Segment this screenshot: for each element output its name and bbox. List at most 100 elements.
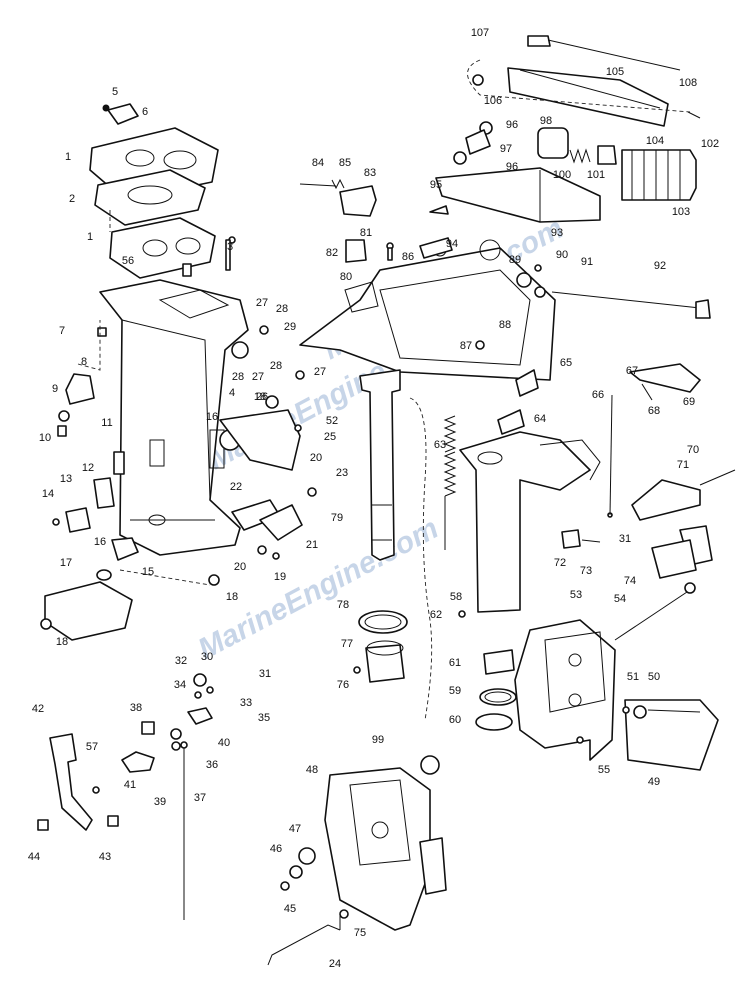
part-callout-1: 1 xyxy=(87,231,93,243)
part-callout-10: 10 xyxy=(39,432,51,444)
part-callout-87: 87 xyxy=(460,340,472,352)
part-callout-73: 73 xyxy=(580,565,592,577)
part-callout-61: 61 xyxy=(449,657,461,669)
part-callout-17: 17 xyxy=(60,557,72,569)
shift-linkage xyxy=(37,673,214,920)
part-callout-33: 33 xyxy=(240,697,252,709)
part-callout-96: 96 xyxy=(506,161,518,173)
part-callout-107: 107 xyxy=(471,27,489,39)
part-callout-80: 80 xyxy=(340,271,352,283)
part-callout-18: 18 xyxy=(254,391,266,403)
tiller-assembly xyxy=(429,35,701,223)
small-parts-left xyxy=(40,236,317,641)
clamp-bracket-left xyxy=(267,755,447,966)
part-callout-32: 32 xyxy=(175,655,187,667)
part-callout-28: 28 xyxy=(232,371,244,383)
part-callout-25: 25 xyxy=(324,431,336,443)
part-callout-31: 31 xyxy=(619,533,631,545)
part-callout-11: 11 xyxy=(101,417,112,429)
part-callout-14: 14 xyxy=(42,488,54,500)
part-callout-44: 44 xyxy=(28,851,40,863)
swivel-bracket xyxy=(299,239,556,381)
part-callout-62: 62 xyxy=(430,609,442,621)
part-callout-21: 21 xyxy=(306,539,318,551)
part-callout-76: 76 xyxy=(337,679,349,691)
part-callout-36: 36 xyxy=(206,759,218,771)
part-callout-31: 31 xyxy=(259,668,271,680)
throttle-parts xyxy=(299,178,711,518)
part-callout-50: 50 xyxy=(648,671,660,683)
part-callout-42: 42 xyxy=(32,703,44,715)
part-callout-27: 27 xyxy=(256,297,268,309)
part-callout-16: 16 xyxy=(94,536,106,548)
part-callout-6: 6 xyxy=(142,106,148,118)
part-callout-35: 35 xyxy=(258,712,270,724)
part-callout-86: 86 xyxy=(402,251,414,263)
part-callout-58: 58 xyxy=(450,591,462,603)
part-callout-40: 40 xyxy=(218,737,230,749)
part-callout-55: 55 xyxy=(598,764,610,776)
part-callout-95: 95 xyxy=(430,179,442,191)
part-callout-18: 18 xyxy=(56,636,68,648)
part-callout-18: 18 xyxy=(226,591,238,603)
part-callout-43: 43 xyxy=(99,851,111,863)
part-callout-47: 47 xyxy=(289,823,301,835)
part-callout-65: 65 xyxy=(560,357,572,369)
part-callout-5: 5 xyxy=(112,86,118,98)
tilt-tube-assembly xyxy=(458,369,601,731)
part-callout-38: 38 xyxy=(130,702,142,714)
part-callout-37: 37 xyxy=(194,792,206,804)
tilt-lever xyxy=(561,363,736,579)
part-callout-106: 106 xyxy=(484,95,502,107)
part-callout-12: 12 xyxy=(82,462,94,474)
part-callout-9: 9 xyxy=(52,383,58,395)
part-callout-60: 60 xyxy=(449,714,461,726)
part-callout-93: 93 xyxy=(551,227,563,239)
part-callout-99: 99 xyxy=(372,734,384,746)
part-callout-8: 8 xyxy=(81,356,87,368)
part-callout-108: 108 xyxy=(679,77,697,89)
part-callout-39: 39 xyxy=(154,796,166,808)
part-callout-77: 77 xyxy=(341,638,353,650)
part-callout-34: 34 xyxy=(174,679,186,691)
part-callout-81: 81 xyxy=(360,227,372,239)
part-callout-54: 54 xyxy=(614,593,626,605)
part-callout-66: 66 xyxy=(592,389,604,401)
part-callout-94: 94 xyxy=(446,238,458,250)
part-callout-78: 78 xyxy=(337,599,349,611)
part-callout-29: 29 xyxy=(284,321,296,333)
part-callout-92: 92 xyxy=(654,260,666,272)
part-callout-51: 51 xyxy=(627,671,639,683)
part-callout-97: 97 xyxy=(500,143,512,155)
exhaust-housing xyxy=(99,279,249,556)
spring xyxy=(443,415,457,550)
part-callout-67: 67 xyxy=(626,365,638,377)
part-callout-96: 96 xyxy=(506,119,518,131)
part-callout-79: 79 xyxy=(331,512,343,524)
part-callout-56: 56 xyxy=(122,255,134,267)
part-callout-72: 72 xyxy=(554,557,566,569)
part-callout-22: 22 xyxy=(230,481,242,493)
part-callout-70: 70 xyxy=(687,444,699,456)
part-callout-84: 84 xyxy=(312,157,324,169)
gasket-set xyxy=(89,103,219,279)
part-callout-20: 20 xyxy=(234,561,246,573)
part-callout-41: 41 xyxy=(124,779,136,791)
part-callout-26: 26 xyxy=(256,391,268,403)
part-callout-1: 1 xyxy=(65,151,71,163)
part-callout-91: 91 xyxy=(581,256,593,268)
part-callout-59: 59 xyxy=(449,685,461,697)
part-callout-45: 45 xyxy=(284,903,296,915)
part-callout-85: 85 xyxy=(339,157,351,169)
part-callout-88: 88 xyxy=(499,319,511,331)
part-callout-103: 103 xyxy=(672,206,690,218)
part-callout-49: 49 xyxy=(648,776,660,788)
part-callout-27: 27 xyxy=(252,371,264,383)
part-callout-105: 105 xyxy=(606,66,624,78)
part-callout-64: 64 xyxy=(534,413,546,425)
part-callout-19: 19 xyxy=(274,571,286,583)
part-callout-68: 68 xyxy=(648,405,660,417)
part-callout-30: 30 xyxy=(201,651,213,663)
